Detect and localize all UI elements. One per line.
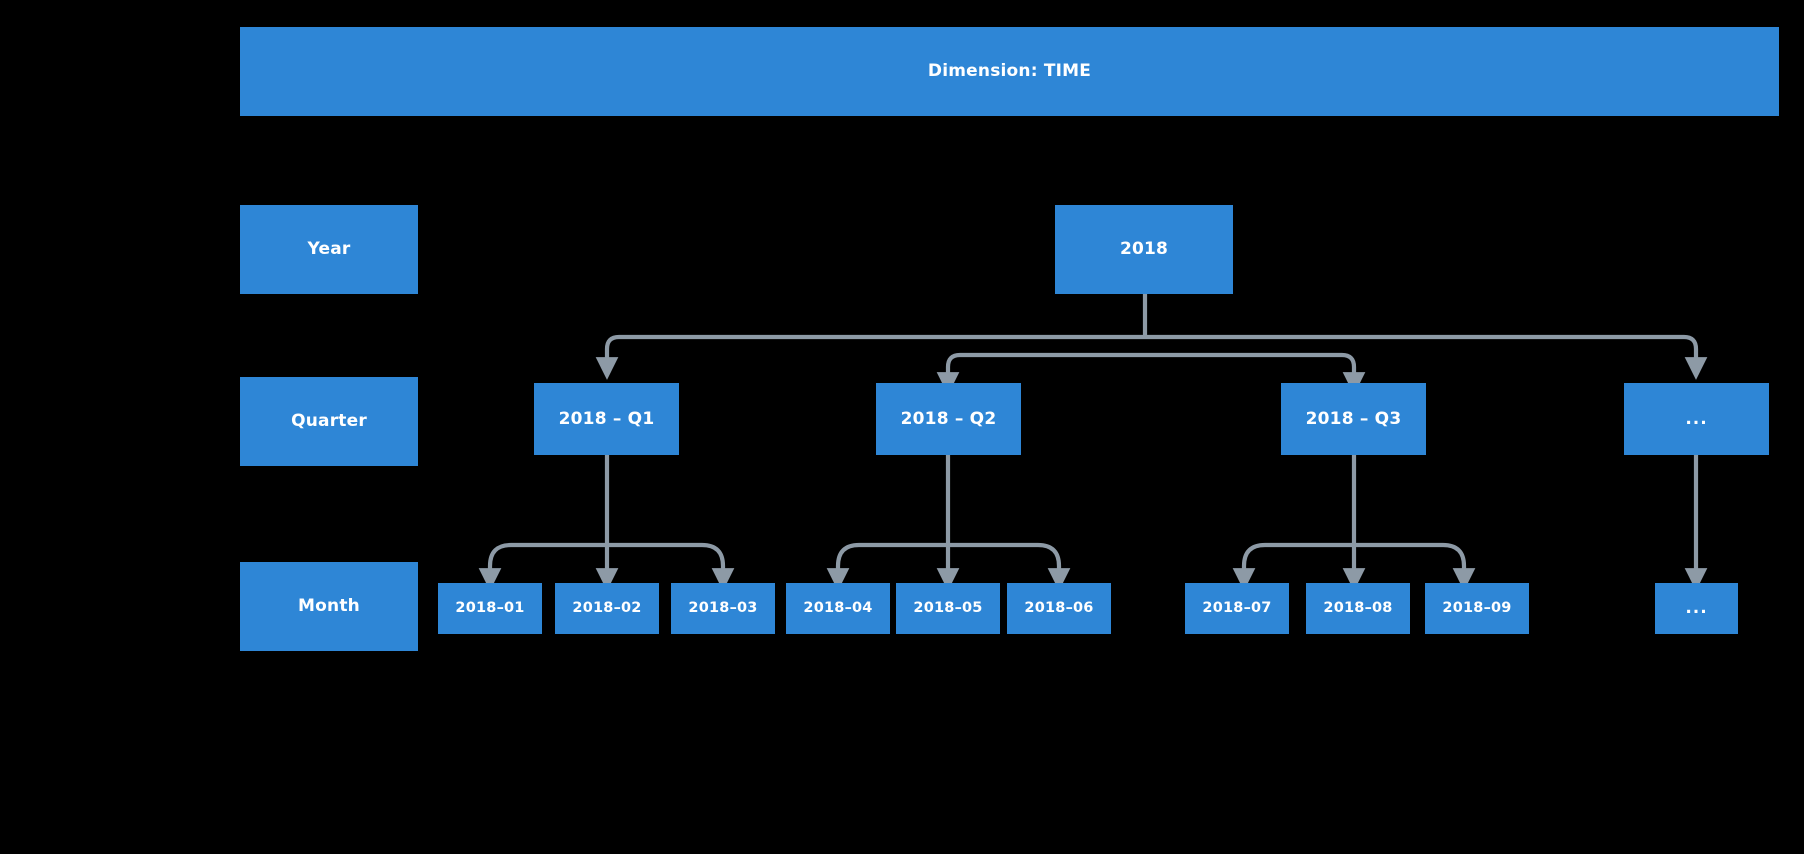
node-month-2018-07-label: 2018–07 xyxy=(1202,599,1272,616)
node-month-2018-01[interactable]: 2018–01 xyxy=(438,583,542,634)
node-month-2018-04-label: 2018–04 xyxy=(803,599,873,616)
row-label-quarter-text: Quarter xyxy=(291,411,367,432)
node-month-2018-05-label: 2018–05 xyxy=(913,599,983,616)
edge-q3-to-m07 xyxy=(1232,542,1354,591)
row-label-month: Month xyxy=(240,562,418,651)
node-quarter-q2-label: 2018 – Q2 xyxy=(900,408,997,429)
node-month-2018-08[interactable]: 2018–08 xyxy=(1306,583,1410,634)
node-month-2018-03[interactable]: 2018–03 xyxy=(671,583,775,634)
dimension-banner-label: Dimension: TIME xyxy=(927,61,1092,82)
node-month-2018-01-label: 2018–01 xyxy=(455,599,525,616)
node-year-2018[interactable]: 2018 xyxy=(1055,205,1233,294)
dimension-banner: Dimension: TIME xyxy=(240,27,1779,116)
node-quarter-q1-label: 2018 – Q1 xyxy=(558,408,655,429)
node-quarter-q3-label: 2018 – Q3 xyxy=(1305,408,1402,429)
node-month-2018-06[interactable]: 2018–06 xyxy=(1007,583,1111,634)
edge-q2-to-m04 xyxy=(826,542,948,591)
edge-q1-to-m01 xyxy=(478,542,607,591)
edge-q3-to-m09 xyxy=(1354,542,1476,591)
node-month-more[interactable]: ... xyxy=(1655,583,1738,634)
node-month-2018-09[interactable]: 2018–09 xyxy=(1425,583,1529,634)
node-month-2018-07[interactable]: 2018–07 xyxy=(1185,583,1289,634)
node-month-2018-02-label: 2018–02 xyxy=(572,599,642,616)
node-month-2018-04[interactable]: 2018–04 xyxy=(786,583,890,634)
edge-q2-to-m06 xyxy=(948,542,1071,591)
node-quarter-more-label: ... xyxy=(1685,408,1708,429)
node-month-2018-09-label: 2018–09 xyxy=(1442,599,1512,616)
edge-year-to-q1 xyxy=(595,334,1145,380)
edge-q1-to-m03 xyxy=(607,542,735,591)
edge-year-to-q3 xyxy=(1145,352,1366,395)
node-quarter-q3[interactable]: 2018 – Q3 xyxy=(1281,383,1426,455)
row-label-year-text: Year xyxy=(307,239,351,260)
node-month-2018-02[interactable]: 2018–02 xyxy=(555,583,659,634)
row-label-quarter: Quarter xyxy=(240,377,418,466)
node-month-2018-05[interactable]: 2018–05 xyxy=(896,583,1000,634)
node-quarter-more[interactable]: ... xyxy=(1624,383,1769,455)
edge-year-to-q2 xyxy=(936,352,1145,395)
node-quarter-q2[interactable]: 2018 – Q2 xyxy=(876,383,1021,455)
node-month-2018-06-label: 2018–06 xyxy=(1024,599,1094,616)
node-quarter-q1[interactable]: 2018 – Q1 xyxy=(534,383,679,455)
edge-year-to-qx xyxy=(1145,334,1708,380)
node-month-more-label: ... xyxy=(1685,598,1708,619)
node-month-2018-08-label: 2018–08 xyxy=(1323,599,1393,616)
row-label-month-text: Month xyxy=(298,596,360,617)
row-label-year: Year xyxy=(240,205,418,294)
node-year-2018-label: 2018 xyxy=(1119,239,1169,260)
node-month-2018-03-label: 2018–03 xyxy=(688,599,758,616)
